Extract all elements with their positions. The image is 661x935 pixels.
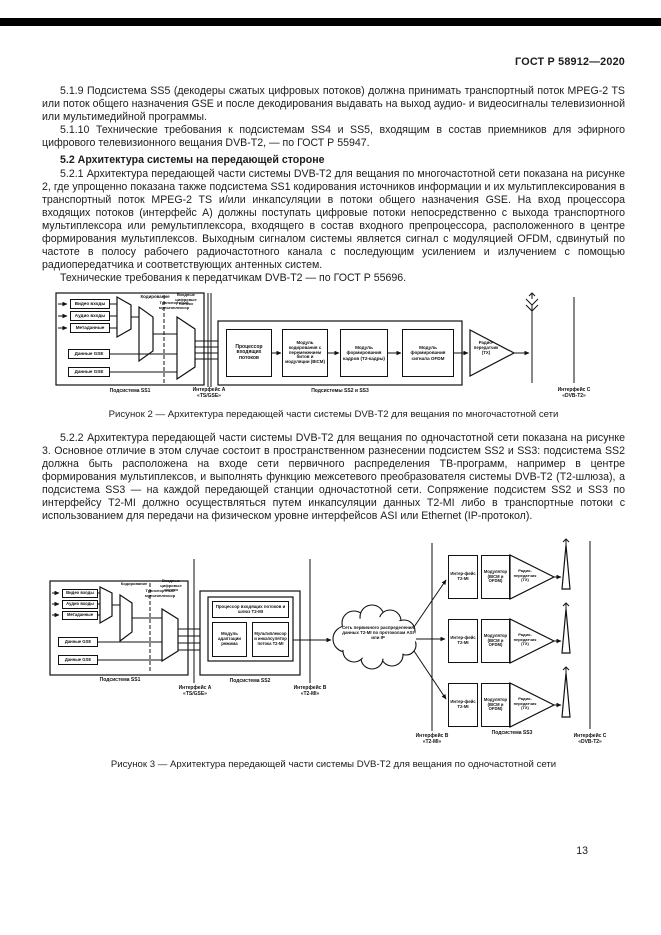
fig2-block-bicm: Модуль кодирования с перемежением битов … [282, 329, 328, 377]
heading-5-2: 5.2 Архитектура системы на передающей ст… [60, 154, 325, 166]
fig3-ss2-header-block: Процессор входящих потоков и шлюз Т2-МI [212, 601, 289, 618]
scan-top-border [0, 18, 661, 26]
fig2-streams-label: Входные цифровые потоки [175, 292, 197, 307]
fig2-mux-label: Транспортный мультиплексор [158, 300, 190, 310]
fig3-g1-t2mi-interface: Интер-фейс Т2-МI [448, 555, 478, 599]
fig3-interface-c-label: Интерфейс C «DVB-T2» [573, 733, 607, 745]
figure-3-caption: Рисунок 3 — Архитектура передающей части… [110, 759, 557, 770]
fig3-input-gse1: Данные GSE [58, 637, 98, 647]
fig3-encoders-label: Кодирование [120, 581, 148, 586]
figure-2-caption: Рисунок 2 — Архитектура передающей части… [108, 409, 559, 420]
fig2-interface-a-label: Интерфейс А «TS/GSE» [192, 387, 226, 399]
fig3-g3-transmitter-label: Радио-передатчик (ТХ) [513, 696, 537, 711]
fig3-g2-t2mi-interface: Интер-фейс Т2-МI [448, 619, 478, 663]
paragraph-5-1-10: 5.1.10 Технические требования к подсисте… [42, 124, 625, 149]
standard-number-header: ГОСТ Р 58912—2020 [515, 56, 625, 68]
fig3-g1-transmitter-label: Радио-передатчик (ТХ) [513, 568, 537, 583]
fig3-ss2-caption: Подсистема SS2 [229, 678, 271, 684]
fig3-streams-label: Входные цифровые потоки [160, 578, 182, 593]
fig2-ss1-caption: Подсистема SS1 [109, 388, 151, 394]
fig3-g2-transmitter-label: Радио-передатчик (ТХ) [513, 632, 537, 647]
paragraph-5-2-1b: Технические требования к передатчикам DV… [60, 272, 407, 284]
paragraph-5-1-9: 5.1.9 Подсистема SS5 (декодеры сжатых ци… [42, 85, 625, 123]
fig3-ss2-t2mi-mux: Мультиплексор и инкапсулятор потока Т2-М… [252, 622, 289, 657]
page-content: ГОСТ Р 58912—2020 5.1.9 Подсистема SS5 (… [42, 56, 625, 770]
page-number: 13 [576, 845, 588, 857]
fig2-block-ofdm: Модуль формирования сигнала OFDM [402, 329, 454, 377]
fig3-input-audio: Аудио входы [62, 600, 98, 609]
fig3-g3-t2mi-interface: Интер-фейс Т2-МI [448, 683, 478, 727]
fig3-g3-modulator: Модулятор (BICM и OFDM) [481, 683, 510, 727]
figure-2-diagram: Видео входы Аудио входы Метаданные Данны… [42, 291, 625, 403]
fig2-input-audio: Аудио входы [70, 311, 110, 321]
fig3-interface-b2-label: Интерфейс В «Т2-МI» [415, 733, 449, 745]
fig3-ss2-mode-adaptation: Модуль адаптации режима [212, 622, 247, 657]
fig2-interface-c-label: Интерфейс C «DVB-T2» [557, 387, 591, 399]
fig3-input-video: Видео входы [62, 589, 98, 598]
fig2-block-input-processor: Процессор входящих потоков [226, 329, 272, 377]
fig3-g1-modulator: Модулятор (BICM и OFDM) [481, 555, 510, 599]
fig2-block-frame-builder: Модуль формирования кадров (Т2-кадры) [340, 329, 388, 377]
fig3-interface-a-label: Интерфейс А «TS/GSE» [178, 685, 212, 697]
fig2-encoders-label: Кодирование [140, 294, 170, 299]
fig2-input-metadata: Метаданные [70, 323, 110, 333]
paragraph-5-2-1: 5.2.1 Архитектура передающей части систе… [42, 168, 625, 271]
fig2-input-video: Видео входы [70, 299, 110, 309]
fig2-ss23-caption: Подсистемы SS2 и SS3 [311, 388, 369, 394]
fig3-interface-b-label: Интерфейс В «Т2-МI» [293, 685, 327, 697]
fig2-transmitter-label: Радио-передатчик (ТХ) [473, 340, 499, 355]
fig2-input-gse2: Данные GSE [68, 367, 110, 377]
paragraph-5-2-2: 5.2.2 Архитектура передающей части систе… [42, 432, 625, 522]
fig3-ss1-caption: Подсистема SS1 [99, 677, 141, 683]
fig3-distribution-network-cloud-label: Сеть первичного распределения данных Т2-… [341, 625, 414, 641]
fig2-input-gse1: Данные GSE [68, 349, 110, 359]
fig3-g2-modulator: Модулятор (BICM и OFDM) [481, 619, 510, 663]
fig3-input-metadata: Метаданные [62, 611, 98, 620]
figure-2-connectors [55, 292, 575, 387]
fig3-mux-label: Транспортный мультиплексор [144, 588, 176, 598]
fig3-input-gse2: Данные GSE [58, 655, 98, 665]
figure-3-diagram: Видео входы Аудио входы Метаданные Данны… [42, 533, 625, 755]
fig3-ss3-caption: Подсистема SS3 [491, 730, 533, 736]
